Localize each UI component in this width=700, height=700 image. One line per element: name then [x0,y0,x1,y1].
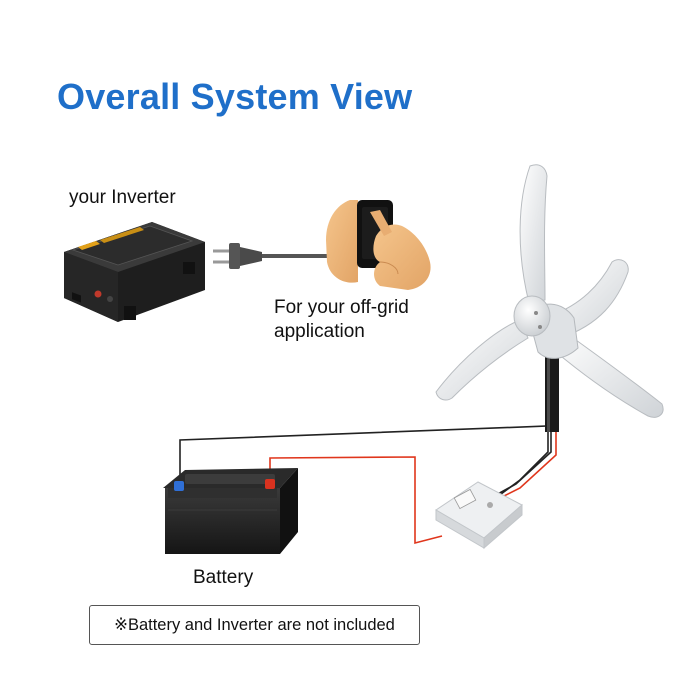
application-label-line2: application [274,321,365,342]
wiring [179,425,557,545]
disclaimer-box: ※Battery and Inverter are not included [89,605,420,645]
controller-icon [435,481,523,550]
turbine-lead-red [499,430,557,499]
disclaimer-text: ※Battery and Inverter are not included [114,616,395,634]
inverter-label: your Inverter [69,187,176,208]
plug-icon [213,243,338,269]
hand-phone-icon [326,200,431,290]
positive-wire [269,456,443,545]
application-label: For your off-grid application [274,296,409,344]
wind-turbine-icon [435,164,664,432]
battery-icon [163,468,298,554]
negative-terminal [174,481,184,491]
turbine-lead-black [495,430,552,496]
application-label-line1: For your off-grid [274,297,409,318]
page-title: Overall System View [57,76,413,117]
inverter-icon [64,222,205,322]
positive-terminal [265,479,275,489]
battery-label: Battery [193,567,254,588]
